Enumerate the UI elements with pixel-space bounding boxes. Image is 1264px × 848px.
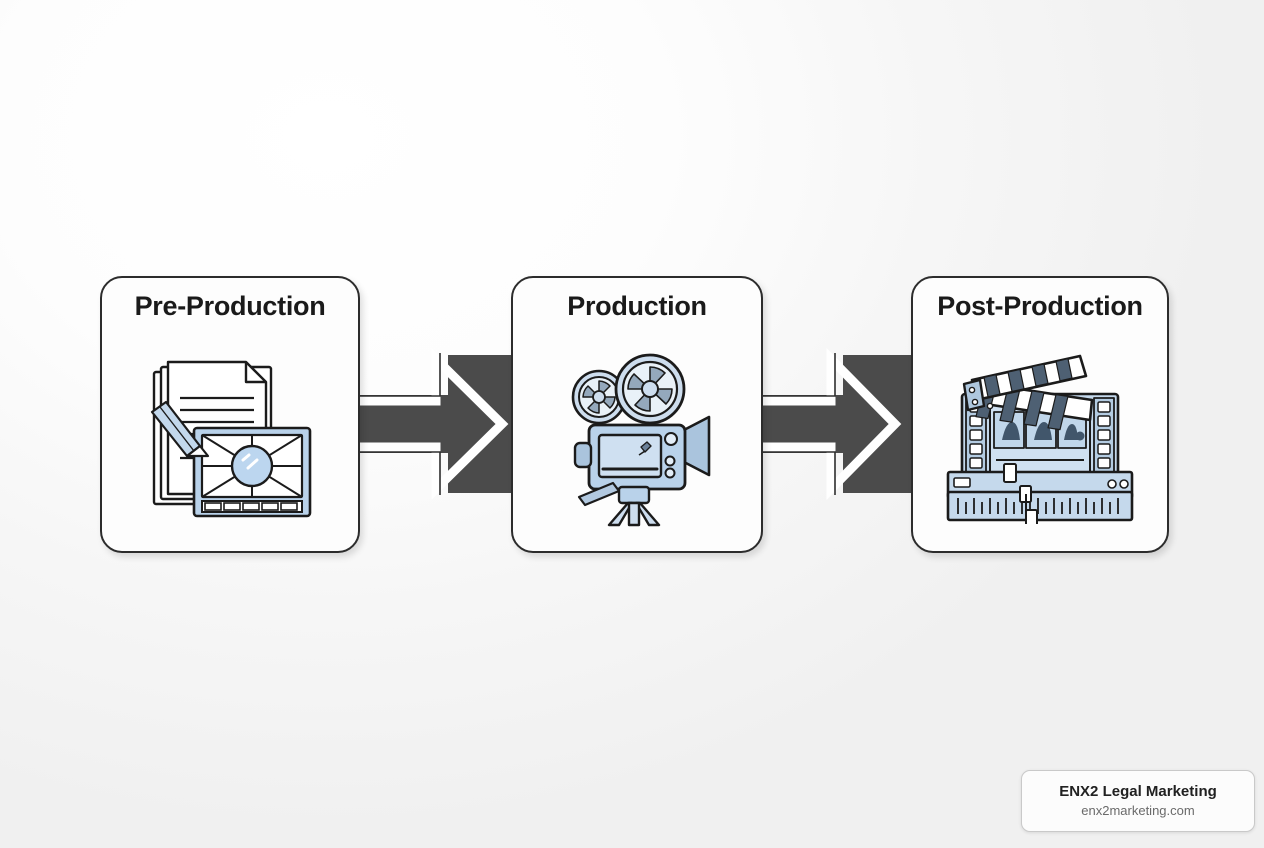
watermark-badge: ENX2 Legal Marketing enx2marketing.com: [1021, 770, 1255, 832]
arrow-production-to-post: [755, 333, 913, 515]
stage-title-post-production: Post-Production: [937, 291, 1143, 321]
clapperboard-editing-icon: [913, 328, 1167, 551]
stage-title-production: Production: [567, 291, 707, 321]
script-and-storyboard-icon: [102, 328, 358, 551]
stage-card-post-production[interactable]: Post-Production: [911, 276, 1169, 553]
arrow-pre-to-production: [352, 333, 524, 515]
stage-title-pre-production: Pre-Production: [134, 291, 326, 321]
movie-camera-icon: [513, 328, 761, 551]
watermark-brand-name: ENX2 Legal Marketing: [1059, 782, 1217, 800]
stage-card-pre-production[interactable]: Pre-Production: [100, 276, 360, 553]
watermark-url: enx2marketing.com: [1081, 802, 1195, 818]
stage-card-production[interactable]: Production: [511, 276, 763, 553]
